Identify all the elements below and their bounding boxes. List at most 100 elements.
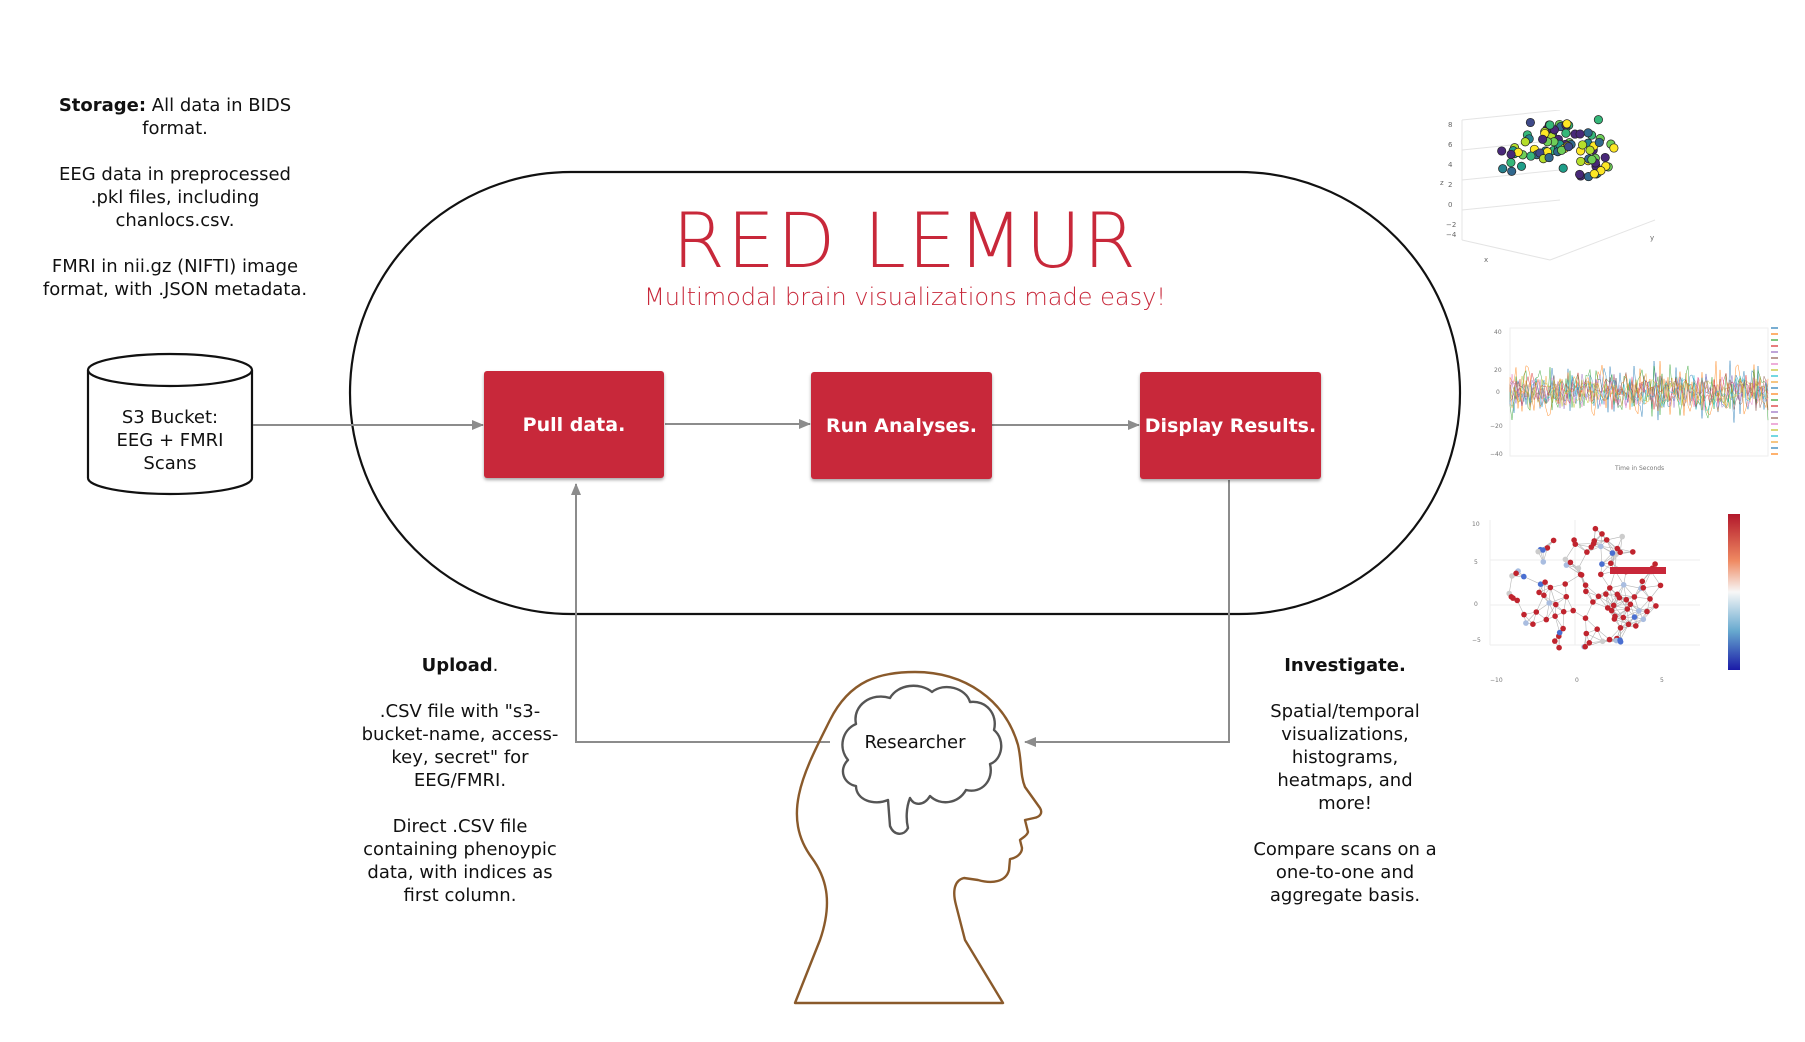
network-node: [1510, 595, 1516, 601]
network-node: [1578, 572, 1585, 578]
network-node: [1541, 592, 1547, 599]
electrode-point: [1526, 151, 1536, 161]
electrode-point: [1520, 137, 1530, 147]
storage-fmri-text: FMRI in nii.gz (NIFTI) image format, wit…: [42, 256, 308, 300]
network-edge: [1643, 605, 1657, 620]
upload-csv-text: .CSV file with "s3-bucket-name, access-k…: [361, 701, 559, 791]
network-edge: [1508, 575, 1513, 594]
svg-text:−10: −10: [1490, 677, 1503, 684]
electrode-point: [1609, 143, 1619, 153]
pipeline-stadium: [348, 170, 1462, 616]
network-node: [1636, 608, 1642, 614]
network-node: [1594, 626, 1600, 632]
network-node: [1552, 613, 1558, 619]
eeg-channel-trace: [1509, 373, 1769, 409]
display-results-button[interactable]: Display Results.: [1140, 372, 1321, 479]
researcher-label: Researcher: [864, 732, 966, 753]
storage-note: Storage: All data in BIDS format. EEG da…: [40, 94, 310, 301]
electrode-point: [1600, 152, 1610, 163]
svg-text:40: 40: [1494, 329, 1502, 336]
network-node: [1513, 570, 1519, 577]
network-node: [1627, 601, 1634, 608]
network-node: [1582, 643, 1588, 650]
bucket-label-line1: S3 Bucket:: [121, 407, 219, 428]
svg-text:5: 5: [1660, 677, 1664, 684]
bucket-label-line3: Scans: [143, 453, 197, 474]
network-node: [1604, 605, 1611, 611]
electrode-point: [1544, 153, 1554, 163]
network-node: [1544, 545, 1551, 551]
network-node: [1599, 531, 1605, 537]
network-node: [1647, 596, 1653, 602]
network-node: [1509, 573, 1515, 579]
svg-text:Time in Seconds: Time in Seconds: [1614, 465, 1664, 472]
network-node: [1567, 559, 1574, 566]
investigate-visualizations-text: Spatial/temporal visualizations, histogr…: [1270, 701, 1420, 814]
network-node: [1560, 608, 1567, 615]
network-edge: [1562, 611, 1564, 629]
network-node: [1523, 620, 1529, 626]
electrode-point: [1563, 142, 1574, 152]
network-node: [1608, 607, 1615, 614]
network-node: [1630, 549, 1636, 555]
electrode-point: [1594, 137, 1604, 147]
network-node: [1575, 565, 1582, 571]
electrode-point: [1576, 156, 1586, 166]
network-node: [1591, 538, 1598, 544]
network-edge: [1643, 585, 1661, 589]
network-node: [1547, 584, 1554, 591]
upload-phenotype-text: Direct .CSV file containing phenoypic da…: [363, 816, 557, 906]
investigate-compare-text: Compare scans on a one-to-one and aggreg…: [1253, 839, 1437, 906]
svg-text:−40: −40: [1490, 451, 1503, 458]
network-edge: [1611, 599, 1627, 611]
network-node: [1653, 603, 1659, 609]
network-edge: [1578, 551, 1588, 569]
network-edge: [1585, 601, 1594, 619]
network-node: [1598, 543, 1604, 550]
electrode-point: [1507, 166, 1517, 176]
eeg-channel-trace: [1509, 376, 1769, 411]
network-node: [1542, 579, 1548, 585]
network-node: [1582, 615, 1589, 621]
network-node: [1599, 638, 1606, 645]
network-node: [1612, 613, 1618, 620]
network-node: [1570, 607, 1576, 614]
pull-data-button[interactable]: Pull data.: [484, 371, 664, 478]
network-node: [1546, 600, 1552, 606]
network-edge: [1600, 546, 1603, 565]
network-node: [1536, 589, 1542, 596]
network-node: [1617, 639, 1624, 645]
network-node: [1640, 585, 1647, 591]
electrode-point: [1516, 161, 1527, 171]
network-node: [1631, 614, 1638, 620]
electrode-point: [1506, 157, 1516, 168]
electrode-point: [1545, 120, 1555, 130]
network-edge: [1585, 641, 1603, 647]
s3-bucket-cylinder: [86, 352, 254, 496]
colorbar: [1728, 514, 1740, 670]
network-edge: [1598, 596, 1614, 606]
network-node: [1599, 561, 1605, 567]
storage-eeg-text: EEG data in preprocessed .pkl files, inc…: [59, 164, 291, 231]
network-edge: [1609, 587, 1614, 606]
network-node: [1624, 606, 1631, 612]
network-edge: [1565, 544, 1576, 560]
electrode-point: [1583, 128, 1593, 138]
svg-text:z: z: [1440, 179, 1444, 187]
network-node: [1620, 582, 1627, 588]
run-analyses-button[interactable]: Run Analyses.: [811, 372, 992, 479]
network-node: [1631, 594, 1638, 600]
network-node: [1533, 609, 1540, 615]
electrode-scatter-thumbnail: 864 20−2−4 zyx: [1440, 110, 1656, 264]
bucket-label-line2: EEG + FMRI: [116, 430, 224, 451]
network-edge: [1554, 616, 1560, 633]
network-node: [1535, 548, 1541, 555]
electrode-point: [1575, 129, 1585, 139]
network-edge: [1638, 605, 1656, 612]
svg-text:−4: −4: [1446, 231, 1457, 239]
svg-text:0: 0: [1575, 677, 1579, 684]
network-node: [1540, 559, 1547, 565]
network-node: [1603, 537, 1610, 543]
svg-text:10: 10: [1472, 521, 1480, 528]
